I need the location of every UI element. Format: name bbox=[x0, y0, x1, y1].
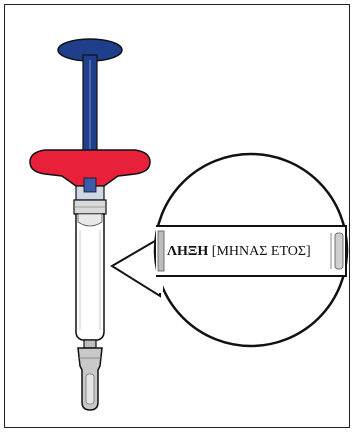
expiry-label-bold: ΛΗΞΗ bbox=[167, 244, 208, 259]
callout-pointer bbox=[112, 238, 160, 296]
expiry-label: ΛΗΞΗ [ΜΗΝΑΣ ΕΤΟΣ] bbox=[167, 244, 311, 259]
needle-hub bbox=[84, 340, 96, 348]
expiry-label-format: [ΜΗΝΑΣ ΕΤΟΣ] bbox=[208, 244, 310, 259]
